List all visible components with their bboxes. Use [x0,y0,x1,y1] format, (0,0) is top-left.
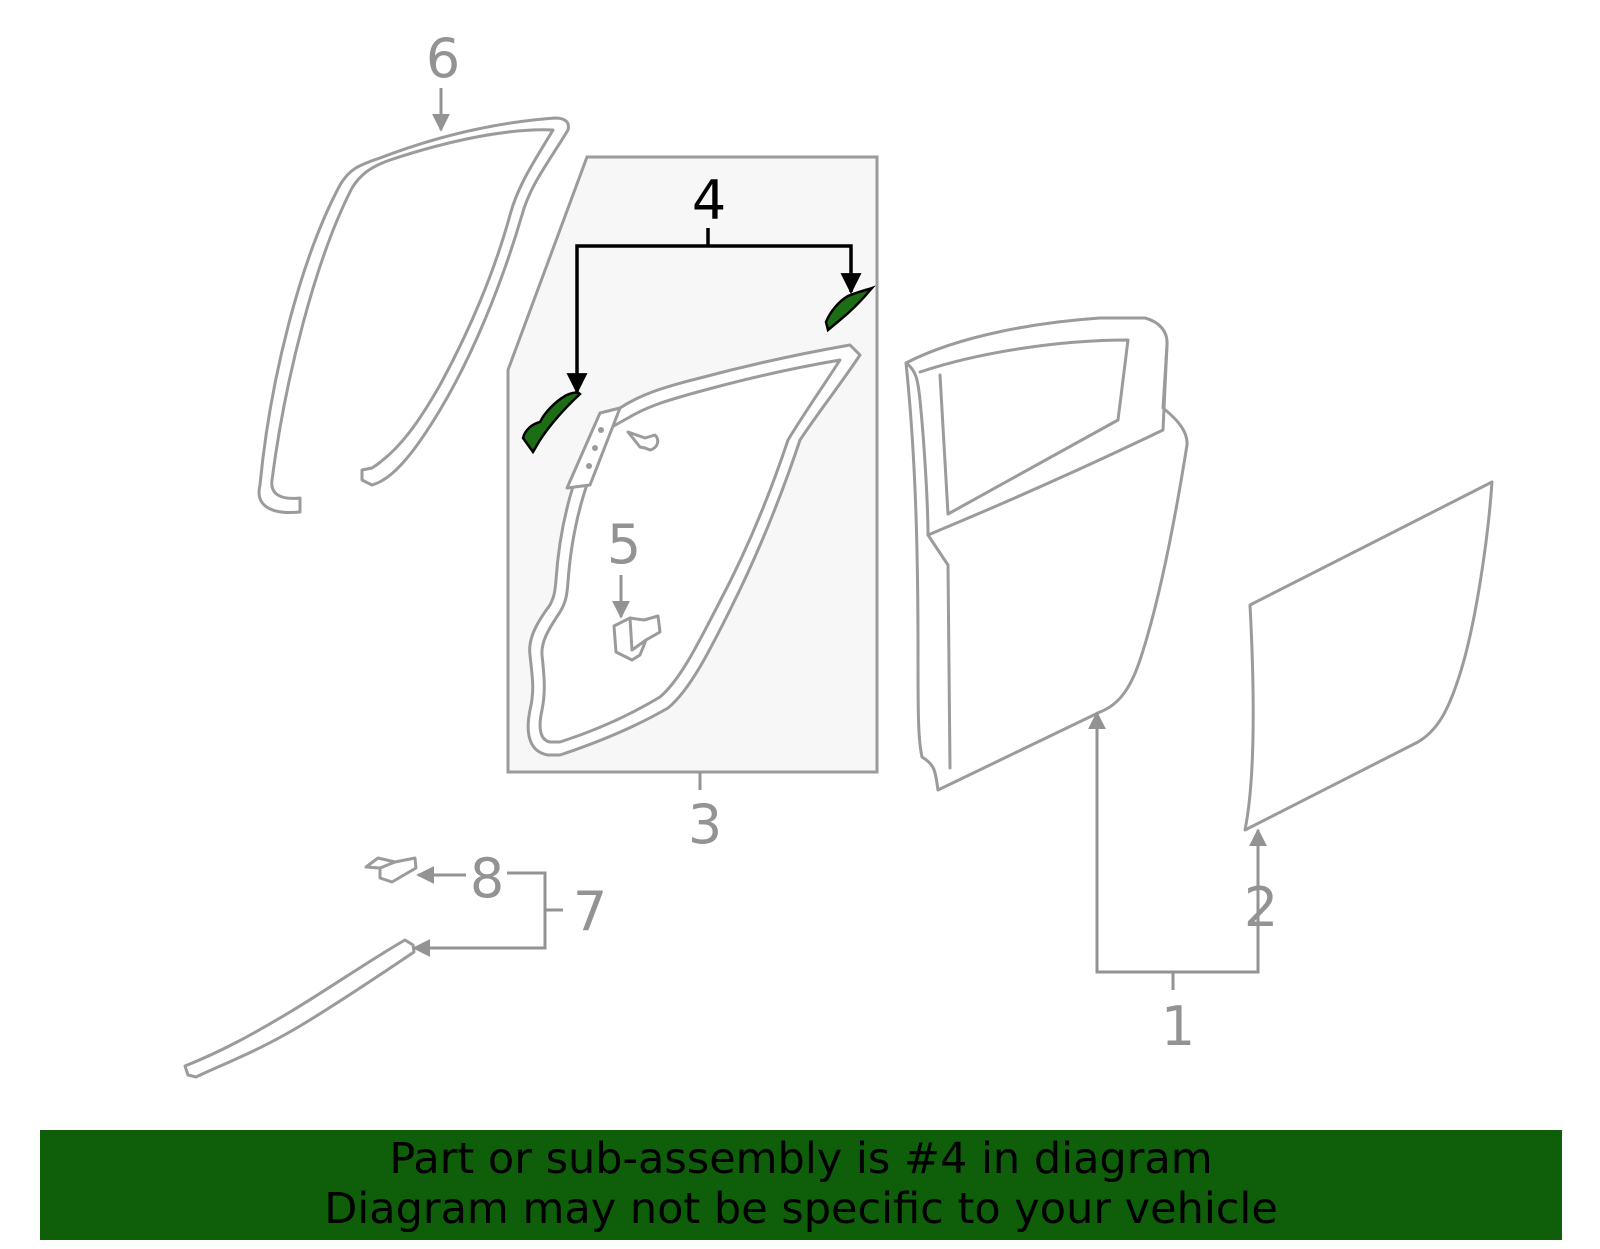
callout-4: 4 [566,169,862,395]
callout-8-label: 8 [470,847,504,910]
callout-3-label: 3 [688,793,722,856]
callout-4-bracket [566,244,862,395]
callout-6-label: 6 [426,27,460,90]
banner-line-1: Part or sub-assembly is #4 in diagram [389,1134,1213,1184]
callout-6: 6 [426,27,460,132]
part-5-plug[interactable] [612,614,662,662]
clip-fastener[interactable] [626,430,660,452]
part-1-door-shell[interactable] [904,316,1189,792]
part-6-weatherstrip[interactable] [257,116,570,515]
callout-1-label: 1 [1161,995,1195,1058]
callout-5-label: 5 [607,513,641,576]
part-4-piece-left[interactable] [521,391,582,455]
part-2-outer-panel[interactable] [1243,480,1494,832]
part-8-clip[interactable] [364,856,418,884]
callout-1-bracket [1088,711,1267,974]
callout-1-and-2: 1 2 [1088,711,1278,1058]
callout-4-label: 4 [692,169,726,232]
part-7-lower-seal[interactable] [183,938,416,1079]
callout-2-label: 2 [1244,876,1278,939]
callout-5: 5 [607,513,641,619]
callout-3: 3 [688,772,722,856]
callout-7-and-8: 8 7 [412,847,607,957]
callout-7-label: 7 [573,880,607,943]
banner-line-2: Diagram may not be specific to your vehi… [324,1184,1278,1234]
info-banner: Part or sub-assembly is #4 in diagram Di… [40,1130,1562,1240]
